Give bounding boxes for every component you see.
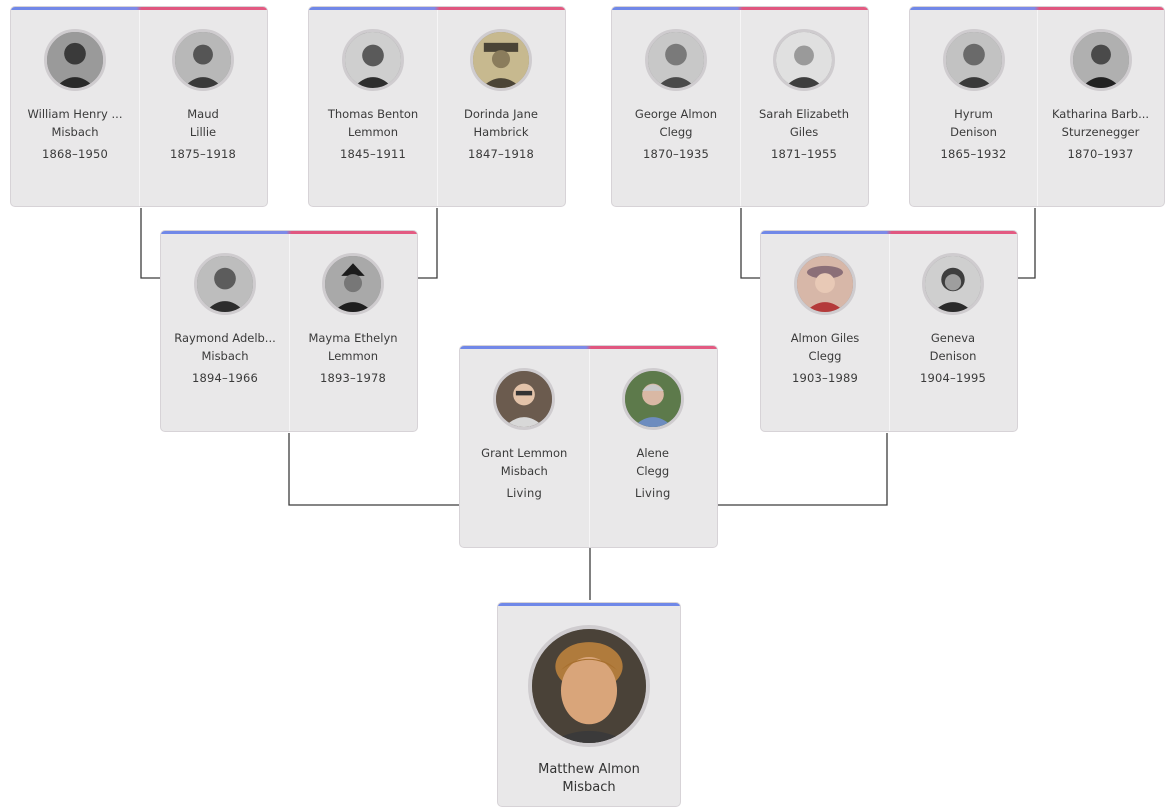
person-name-line1: William Henry ... <box>27 107 123 121</box>
connector-clegg-parents <box>740 208 760 279</box>
person-name-line1: Geneva <box>930 331 976 345</box>
person-name-line1: Matthew Almon <box>538 762 640 777</box>
person-lifespan: 1893–1978 <box>319 371 387 385</box>
person-katharina-sturzenegger[interactable]: Katharina Barb... Sturzenegger 1870–1937 <box>1037 7 1164 206</box>
person-name-line2: Misbach <box>51 125 99 139</box>
person-mayma-lemmon[interactable]: Mayma Ethelyn Lemmon 1893–1978 <box>289 231 417 431</box>
connector-lemmon-parents <box>418 208 438 279</box>
portrait-photo <box>342 29 404 91</box>
portrait-photo <box>470 29 532 91</box>
person-name-line1: Katharina Barb... <box>1051 107 1150 121</box>
couple-card-lemmon-hambrick[interactable]: Thomas Benton Lemmon 1845–1911 Dorinda J… <box>308 6 566 207</box>
person-name-line2: Hambrick <box>473 125 529 139</box>
person-name-line1: Raymond Adelb... <box>174 331 276 345</box>
couple-card-parents[interactable]: Grant Lemmon Misbach Living Alene Clegg … <box>459 345 718 548</box>
person-name-line2: Misbach <box>500 464 548 478</box>
person-name-line2: Sturzenegger <box>1061 125 1140 139</box>
person-name-line1: Alene <box>636 446 669 460</box>
portrait-photo <box>942 29 1005 91</box>
portrait-photo <box>528 625 650 747</box>
person-hyrum-denison[interactable]: Hyrum Denison 1865–1932 <box>910 7 1037 206</box>
person-name-line2: Misbach <box>562 780 616 795</box>
person-dorinda-jane-hambrick[interactable]: Dorinda Jane Hambrick 1847–1918 <box>437 7 565 206</box>
person-lifespan: 1870–1935 <box>642 147 710 161</box>
person-lifespan: 1894–1966 <box>191 371 259 385</box>
couple-card-misbach-lillie[interactable]: William Henry ... Misbach 1868–1950 Maud… <box>10 6 268 207</box>
person-lifespan: 1845–1911 <box>339 147 407 161</box>
person-name-line2: Denison <box>929 349 977 363</box>
portrait-photo <box>645 29 707 91</box>
portrait-photo <box>1069 29 1132 91</box>
person-name-line2: Denison <box>950 125 997 139</box>
person-name-line1: Mayma Ethelyn <box>308 331 398 345</box>
person-almon-giles-clegg[interactable]: Almon Giles Clegg 1903–1989 <box>761 231 889 431</box>
person-name-line2: Lemmon <box>327 349 378 363</box>
person-name-line2: Lemmon <box>347 125 398 139</box>
person-maud-lillie[interactable]: Maud Lillie 1875–1918 <box>139 7 267 206</box>
person-william-henry-misbach[interactable]: William Henry ... Misbach 1868–1950 <box>11 7 139 206</box>
couple-card-clegg-denison[interactable]: Almon Giles Clegg 1903–1989 Geneva Denis… <box>760 230 1018 432</box>
person-name-line2: Clegg <box>636 464 670 478</box>
person-lifespan: 1865–1932 <box>940 147 1007 161</box>
focus-person-card[interactable]: Matthew Almon Misbach <box>497 602 681 807</box>
person-name-line1: Sarah Elizabeth <box>759 107 849 121</box>
person-name-line2: Clegg <box>808 349 842 363</box>
person-name-line1: Thomas Benton <box>327 107 419 121</box>
portrait-photo <box>172 29 234 91</box>
portrait-photo <box>44 29 106 91</box>
portrait-photo <box>493 368 556 430</box>
person-name-line2: Misbach <box>201 349 249 363</box>
portrait-photo <box>773 29 835 91</box>
person-lifespan: 1904–1995 <box>919 371 987 385</box>
person-name-line1: Dorinda Jane <box>464 107 538 121</box>
person-name-line1: George Almon <box>634 107 718 121</box>
person-name-line1: Maud <box>187 107 219 121</box>
person-lifespan: 1868–1950 <box>41 147 109 161</box>
portrait-photo <box>794 253 856 315</box>
person-geneva-denison[interactable]: Geneva Denison 1904–1995 <box>889 231 1017 431</box>
couple-card-clegg-giles[interactable]: George Almon Clegg 1870–1935 Sarah Eliza… <box>611 6 869 207</box>
portrait-photo <box>922 253 984 315</box>
person-grant-lemmon-misbach[interactable]: Grant Lemmon Misbach Living <box>460 346 589 547</box>
person-lifespan: 1847–1918 <box>467 147 535 161</box>
person-lifespan: 1871–1955 <box>770 147 838 161</box>
connector-paternal-grandparents <box>288 433 459 506</box>
portrait-photo <box>194 253 256 315</box>
person-lifespan: Living <box>635 486 671 500</box>
person-lifespan: 1903–1989 <box>791 371 859 385</box>
person-alene-clegg[interactable]: Alene Clegg Living <box>589 346 718 547</box>
portrait-photo <box>322 253 384 315</box>
person-sarah-elizabeth-giles[interactable]: Sarah Elizabeth Giles 1871–1955 <box>740 7 868 206</box>
person-name-line2: Giles <box>789 125 819 139</box>
person-name-line1: Hyrum <box>954 107 993 121</box>
couple-card-denison-sturzenegger[interactable]: Hyrum Denison 1865–1932 Katharina Barb..… <box>909 6 1165 207</box>
person-name-line2: Lillie <box>189 125 217 139</box>
person-name-line2: Clegg <box>659 125 693 139</box>
person-lifespan: 1875–1918 <box>169 147 237 161</box>
portrait-photo <box>621 368 684 430</box>
connector-denison-parents <box>1018 208 1036 279</box>
person-lifespan: Living <box>506 486 542 500</box>
person-name-line1: Grant Lemmon <box>481 446 568 460</box>
person-raymond-misbach[interactable]: Raymond Adelb... Misbach 1894–1966 <box>161 231 289 431</box>
person-george-almon-clegg[interactable]: George Almon Clegg 1870–1935 <box>612 7 740 206</box>
person-lifespan: 1870–1937 <box>1067 147 1134 161</box>
couple-card-misbach-lemmon[interactable]: Raymond Adelb... Misbach 1894–1966 Mayma… <box>160 230 418 432</box>
connector-misbach-parents <box>140 208 160 279</box>
person-name-line1: Almon Giles <box>790 331 860 345</box>
connector-maternal-grandparents <box>718 433 888 506</box>
person-thomas-benton-lemmon[interactable]: Thomas Benton Lemmon 1845–1911 <box>309 7 437 206</box>
